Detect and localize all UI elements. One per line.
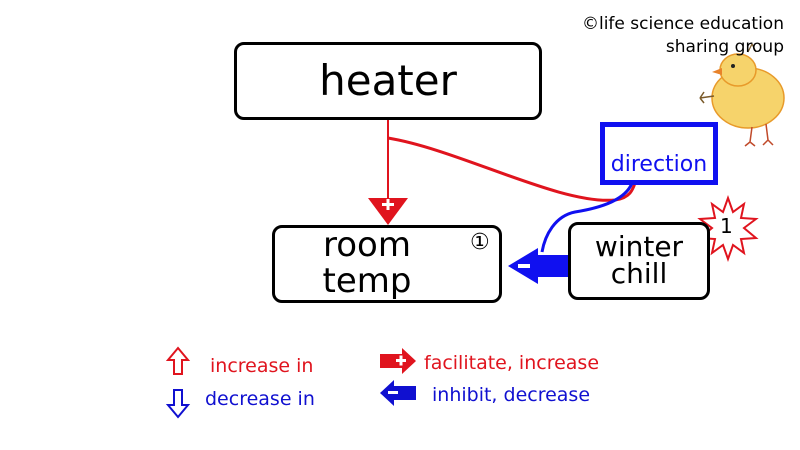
starburst-icon	[697, 195, 759, 262]
credit-line1: ©life science education	[581, 14, 784, 34]
inhibit-legend-arrow-icon	[380, 380, 416, 406]
decrease-arrow-icon	[165, 389, 191, 419]
credit-line2: sharing group	[665, 37, 784, 57]
facilitate-arrowhead-icon	[368, 198, 408, 225]
heater-node	[234, 42, 542, 120]
room-temp-node	[272, 225, 502, 303]
room-temp-label-line2: temp	[322, 261, 412, 301]
winter-chill-label-line1: winter	[594, 230, 684, 263]
direction-node	[600, 122, 718, 185]
heater-label: heater	[319, 56, 457, 105]
direction-to-room-curve	[540, 179, 635, 253]
increase-arrow-icon	[165, 346, 191, 375]
legend-facilitate-label: facilitate, increase	[424, 352, 600, 374]
room-temp-label-line1: room	[323, 225, 411, 265]
direction-label: direction	[610, 152, 708, 177]
legend-increase-label: increase in	[210, 355, 314, 377]
winter-chill-label-line2: chill	[610, 257, 668, 290]
legend-decrease-label: decrease in	[205, 388, 315, 410]
inhibit-arrow-icon	[508, 248, 568, 284]
starburst-number: 1	[720, 214, 733, 238]
facilitate-legend-arrow-icon	[380, 348, 416, 374]
chick-drawing-icon	[699, 42, 785, 147]
heater-to-direction-curve	[387, 136, 638, 202]
legend-inhibit-label: inhibit, decrease	[432, 384, 591, 406]
room-temp-number: ①	[470, 230, 490, 255]
winter-chill-node	[568, 222, 710, 300]
